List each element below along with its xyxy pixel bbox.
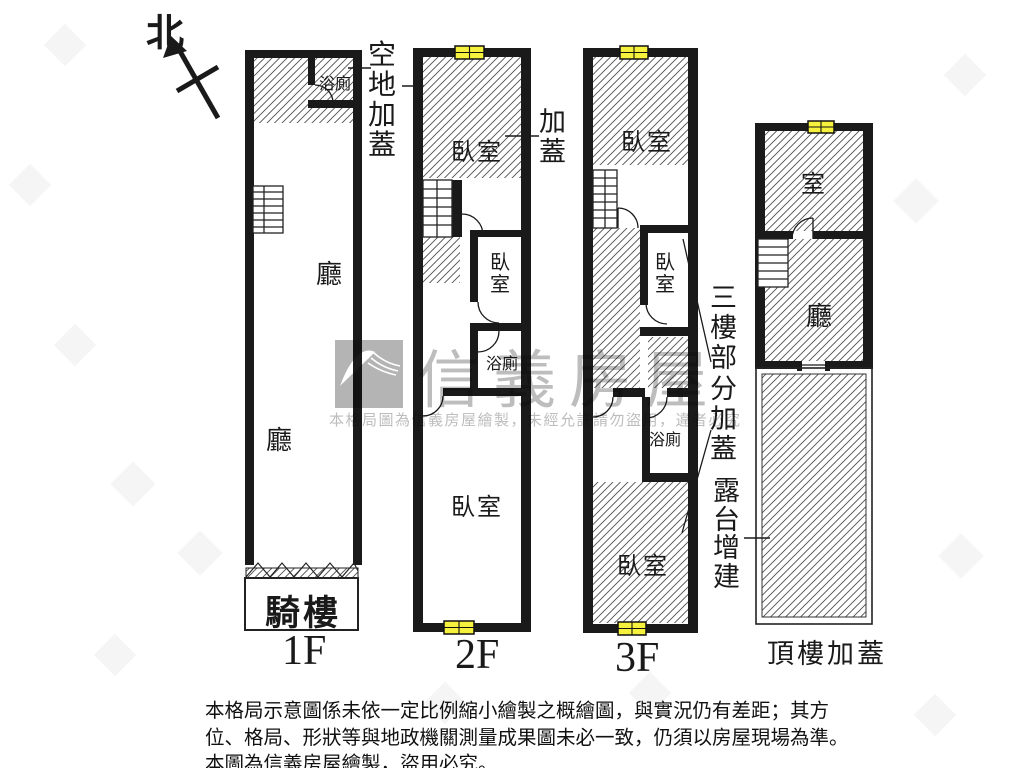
plan-roof (744, 120, 873, 625)
room-label-1f-hall-upper: 廳 (316, 260, 343, 289)
disclaimer-line-1: 本格局示意圖係未依一定比例縮小繪製之概繪圖，與實況仍有差距；其方 (205, 701, 830, 722)
door-arcs-2f (422, 213, 500, 417)
brand-watermark-notice: 本格局圖為信義房屋繪製，未經允許請勿盜用，違者必究 (329, 413, 742, 429)
plan-2f (413, 45, 539, 635)
room-label-1f-hall-lower: 廳 (266, 426, 293, 455)
hatch-3f-top (592, 57, 689, 165)
bracket-lines-3f-addition (681, 238, 712, 534)
plan-1f (244, 50, 424, 631)
annotation-open-land-addition: 空地加蓋 (368, 40, 397, 161)
floor-label-3f: 3F (615, 635, 660, 681)
floor-label-1f: 1F (282, 628, 327, 674)
window-roof-top (807, 120, 835, 134)
door-roof-room (791, 217, 814, 240)
disclaimer-line-3: 本圖為信義房屋繪製，盜用必究。 (205, 754, 498, 768)
floor-label-roof: 頂樓加蓋 (767, 639, 887, 669)
window-3f-bottom (617, 621, 647, 636)
room-label-2f-bed-mid: 臥室 (490, 252, 510, 296)
north-label: 北 (146, 13, 185, 55)
room-label-3f-bath: 浴廁 (649, 432, 682, 449)
door-arcs-3f (592, 207, 668, 419)
hatch-2f-top (422, 57, 522, 178)
room-label-3f-bed-top: 臥室 (621, 130, 673, 156)
disclaimer-line-2: 位、格局、形狀等與地政機關測量成果圖未必一致，仍須以房屋現場為準。 (205, 727, 849, 749)
annotation-2f-addition: 加蓋 (539, 107, 566, 167)
stairs-3f (592, 169, 618, 229)
sinyi-logo-watermark (335, 340, 403, 408)
room-label-1f-arcade: 騎樓 (265, 594, 342, 633)
brand-watermark: 信義房屋 (417, 346, 721, 416)
hatch-3f-strip (648, 337, 688, 388)
arcade-box-1f (244, 577, 359, 631)
window-2f-bottom (443, 620, 475, 635)
window-3f-top (619, 45, 649, 60)
hatch-roof-room (765, 131, 863, 231)
stairs-1f (252, 185, 284, 234)
door-arc-1f-bath (314, 84, 334, 104)
north-arrow (163, 36, 221, 120)
hatch-3f-corridor (593, 228, 640, 388)
room-label-3f-bed-bottom: 臥室 (617, 554, 669, 580)
hatch-2f-corridor (423, 237, 460, 283)
walls-1f (245, 50, 362, 565)
annotation-3f-partial-addition: 三樓部分加蓋 (710, 283, 737, 465)
floor-label-2f: 2F (455, 632, 500, 678)
stairs-2f (422, 179, 453, 238)
stairs-roof (757, 238, 789, 288)
room-label-roof-hall: 廳 (806, 302, 833, 331)
hatch-1f-addition (252, 57, 355, 123)
room-label-1f-bath: 浴廁 (319, 76, 352, 93)
room-label-roof-room: 室 (801, 172, 827, 198)
window-2f-top (454, 45, 485, 60)
plan-3f (583, 45, 712, 636)
room-label-2f-bed-top: 臥室 (451, 140, 503, 166)
room-label-2f-bed-bottom: 臥室 (451, 495, 503, 521)
disclaimer-text: 本格局示意圖係未依一定比例縮小繪製之概繪圖，與實況仍有差距；其方 位、格局、形狀… (205, 699, 849, 768)
annotation-terrace-addition: 露台增建 (713, 476, 740, 592)
shutter-1f (245, 561, 359, 579)
room-label-3f-bed-mid: 臥室 (655, 252, 675, 296)
room-label-2f-bath: 浴廁 (486, 356, 519, 373)
hatch-3f-bottom (593, 482, 689, 623)
terrace-roof (755, 367, 873, 625)
